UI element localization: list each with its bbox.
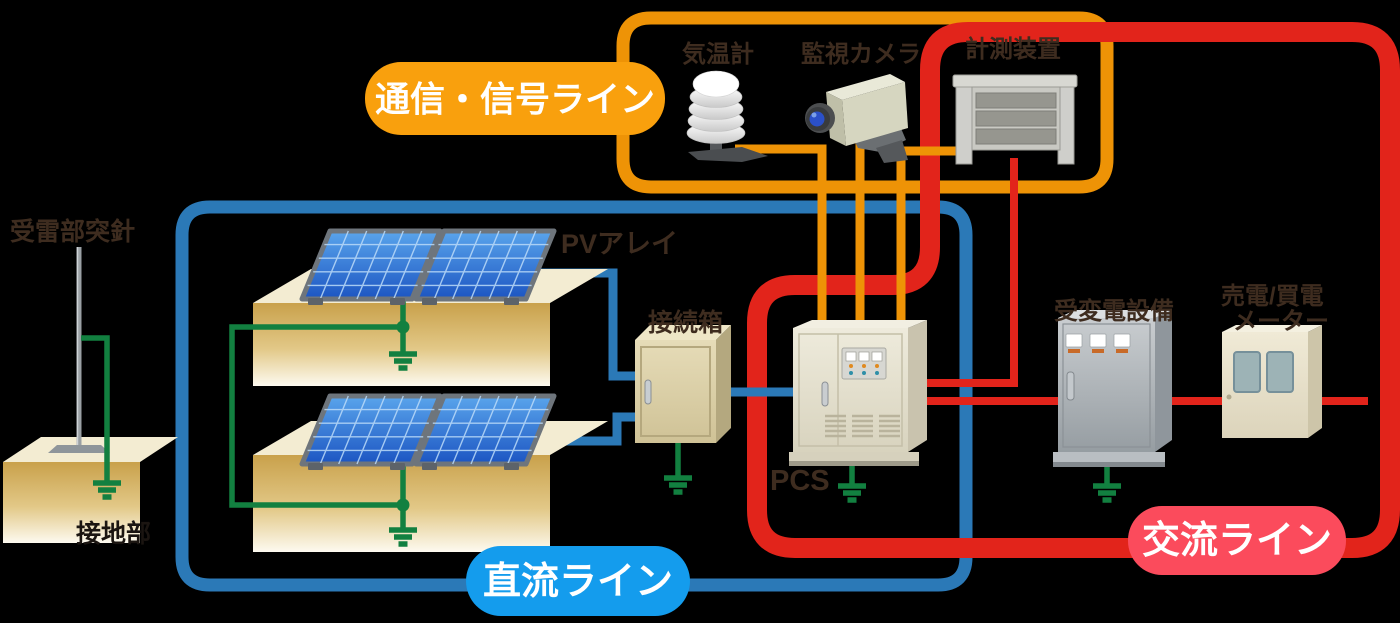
rod-ground-wire: [81, 335, 110, 481]
meter-window-right: [1266, 351, 1294, 393]
component-labels: 受雷部突針 接地部 PVアレイ 接続箱 PCS 気温計 監視カメラ 計測装置 受…: [10, 35, 1329, 548]
comm-line-badge-bg: [365, 62, 665, 135]
measurement-device: [952, 74, 1078, 165]
substation-pedestal-base: [1053, 462, 1165, 467]
junction-box-door: [640, 346, 711, 437]
pcs-label: PCS: [770, 465, 830, 497]
dc-line-loop: [175, 200, 973, 592]
camera-label: 監視カメラ: [801, 40, 921, 68]
thermometer-signal-line: [735, 144, 827, 332]
lightning-rod-label: 受雷部突針: [10, 217, 135, 246]
thermometer-icon: [686, 70, 768, 162]
pcs-to-measurement-line: [920, 158, 1018, 387]
measurement-slat-2: [975, 110, 1057, 127]
substation-cabinet: [1053, 310, 1172, 467]
ground-wires: [81, 294, 1121, 544]
pcs-front: [793, 328, 908, 452]
ground-junction-dots: [396, 320, 410, 512]
pv-array-lower: [302, 396, 554, 470]
measurement-slat-3: [975, 128, 1057, 145]
meter-knob: [1226, 394, 1232, 400]
substation-label: 受変電設備: [1054, 297, 1174, 325]
pcs-ground-symbol: [838, 486, 866, 500]
camera-icon: [805, 74, 908, 163]
junction-box: [635, 325, 731, 443]
pcs-display-3: [871, 351, 883, 362]
pcs-pedestal: [789, 452, 919, 463]
pcs-pedestal-base: [789, 461, 919, 466]
substation-side: [1155, 310, 1172, 452]
meter-label-line2: メーター: [1233, 308, 1329, 335]
pv-ground-bus: [229, 324, 403, 508]
meter-window-left: [1233, 351, 1261, 393]
pcs-side: [908, 320, 927, 452]
pv-lower-to-junction-line: [538, 412, 638, 446]
camera-lens-highlight: [811, 112, 817, 118]
camera-body-top: [826, 74, 905, 100]
pcs-display-1: [845, 351, 857, 362]
meter-box-side: [1308, 325, 1322, 438]
camera-lens-glass: [809, 111, 825, 127]
camera-body-side: [842, 82, 908, 146]
grounding-label: 接地部: [76, 519, 151, 548]
dc-line-badge-label: 直流ライン: [483, 561, 673, 603]
substation-ground-symbol: [1093, 486, 1121, 500]
rod-ground-block-front: [3, 462, 140, 543]
measurement-slat-1: [975, 92, 1057, 109]
junction-box-top: [635, 325, 731, 340]
pcs-top: [793, 320, 927, 328]
dc-line-badge-bg: [466, 546, 690, 616]
thermometer-base-arm: [688, 147, 768, 162]
lightning-rod: [3, 247, 178, 543]
pcs-vents: [825, 414, 900, 438]
measurement-top-rail: [952, 74, 1078, 88]
measurement-label: 計測装置: [965, 35, 1061, 63]
pv-array-upper: [302, 231, 554, 305]
pcs-handle: [821, 381, 829, 407]
ac-line-badge-label: 交流ライン: [1142, 519, 1332, 562]
ac-line-badge: 交流ライン: [1128, 506, 1346, 575]
pcs-front-border: [798, 333, 903, 447]
comm-line-badge: 通信・信号ライン: [365, 62, 665, 135]
junction-ground-symbol: [664, 478, 692, 492]
junction-box-label: 接続箱: [648, 308, 723, 337]
camera-body-left: [826, 92, 846, 146]
dc-line-badge: 直流ライン: [466, 546, 690, 616]
pv-array-label: PVアレイ: [561, 229, 678, 259]
meter-box: [1222, 325, 1322, 438]
meter-label-line1: 売電/買電: [1221, 283, 1324, 310]
pcs-unit: [789, 320, 927, 466]
substation-handle: [1066, 371, 1075, 401]
substation-front-border: [1062, 323, 1151, 448]
junction-box-side: [716, 325, 731, 443]
pcs-display-2: [858, 351, 870, 362]
ac-line-badge-bg: [1128, 506, 1346, 575]
junction-box-handle: [644, 379, 652, 405]
comm-line-badge-label: 通信・信号ライン: [375, 81, 655, 120]
ground-dot-upper: [396, 320, 410, 334]
substation-pedestal: [1053, 452, 1165, 464]
meter-box-top: [1222, 325, 1322, 332]
measurement-post-left: [955, 77, 973, 165]
thermometer-label: 気温計: [682, 40, 754, 68]
substation-breakers: [1065, 333, 1131, 353]
pcs-indicator-lights: [849, 364, 879, 375]
ground-dot-lower: [396, 498, 410, 512]
ac-line-loop: [747, 22, 1400, 558]
rod-base-plate: [48, 445, 110, 453]
camera-bracket-lower: [876, 140, 908, 163]
substation-top: [1058, 310, 1172, 318]
